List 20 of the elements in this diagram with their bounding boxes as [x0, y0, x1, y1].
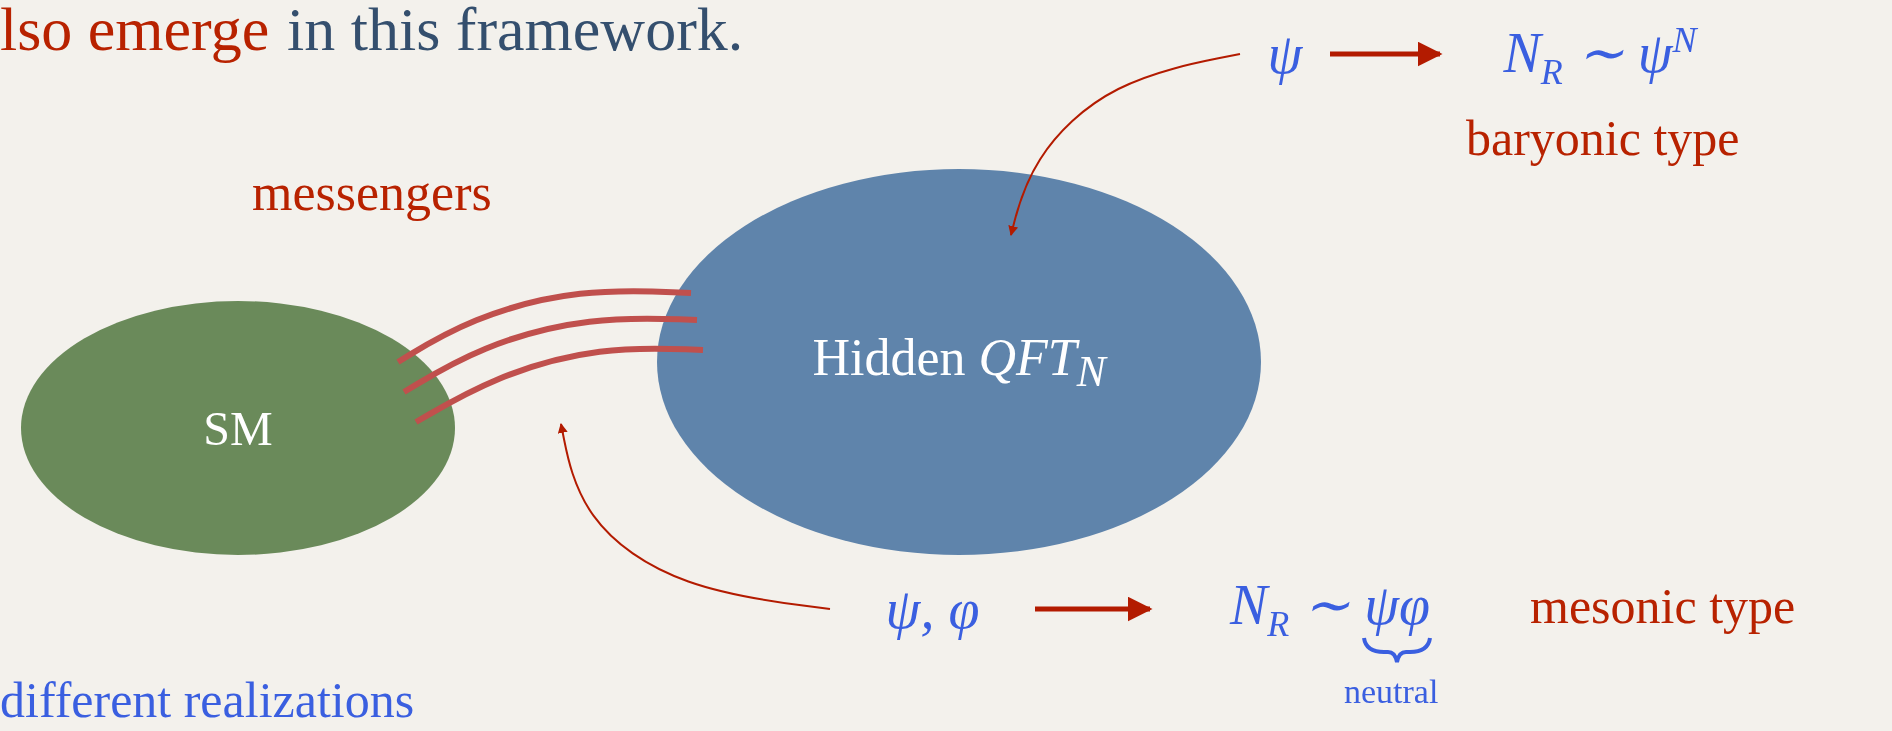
math-expression: ψ: [1267, 22, 1303, 86]
neutral-label: neutral: [1344, 672, 1439, 712]
type-caption: baryonic type: [1466, 110, 1740, 168]
messenger-line: [402, 315, 698, 395]
type-caption: mesonic type: [1530, 578, 1796, 636]
arrow: [1330, 41, 1443, 67]
messenger-line: [396, 288, 692, 365]
node-label: SM: [203, 400, 273, 456]
arrow: [557, 423, 831, 610]
math-expression: N$_{R}$ ∼ ψ$^{N}$: [1503, 19, 1697, 93]
math-expression: N$_{R}$ ∼ ψφ: [1229, 573, 1431, 646]
arrow: [1008, 53, 1241, 236]
arrow: [1035, 596, 1153, 622]
heading-text: in this framework.: [287, 0, 744, 65]
node-label: Hidden QFT$_{N}$: [812, 327, 1106, 397]
heading-text: lso emerge: [0, 0, 270, 65]
math-expression: ψ, φ: [885, 577, 980, 641]
messenger-line: [414, 345, 704, 425]
messengers-label: messengers: [252, 163, 492, 223]
body-text: different realizations: [0, 672, 415, 730]
